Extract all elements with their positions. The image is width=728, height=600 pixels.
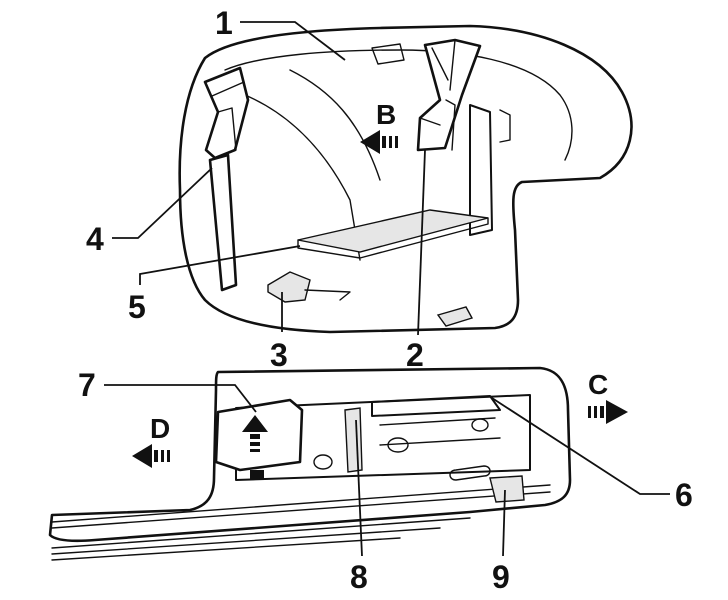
clip-part-2-detail — [419, 39, 456, 126]
leader-2 — [417, 149, 426, 336]
rail-line-5 — [51, 537, 401, 561]
rail-slot — [449, 465, 491, 481]
leader-4 — [112, 167, 213, 239]
housing-right-wall — [469, 104, 493, 236]
leader-5 — [139, 245, 301, 285]
leader-6 — [491, 397, 670, 495]
leader-8 — [355, 419, 363, 557]
housing-right-wall-edge — [499, 109, 511, 143]
callout-7: 7 — [78, 367, 96, 403]
tab-part-3-arm — [304, 289, 351, 301]
clip-part-2-stem — [445, 99, 456, 151]
leader-9 — [502, 489, 506, 557]
clip-part-4 — [203, 66, 250, 160]
tab-part-3 — [267, 271, 311, 303]
arrow-b-icon — [360, 130, 398, 154]
housing-tab — [371, 43, 405, 65]
arrow-d-icon — [132, 444, 170, 468]
arrow-c-icon — [588, 400, 628, 424]
left-post — [208, 153, 238, 292]
rail-line-2 — [51, 491, 551, 529]
callout-1: 1 — [215, 5, 233, 41]
leader-1 — [240, 21, 346, 61]
clip-part-6 — [371, 395, 501, 417]
housing-pin — [436, 306, 474, 327]
divider-part-8 — [344, 407, 363, 473]
rail-line-3 — [51, 517, 471, 549]
callout-5: 5 — [128, 289, 146, 325]
direction-letter-d: D — [150, 413, 170, 444]
shelf-front-edge — [297, 217, 489, 259]
callout-3: 3 — [270, 337, 288, 373]
leader-7 — [104, 384, 257, 413]
leader-lines — [104, 21, 670, 557]
callout-9: 9 — [492, 559, 510, 595]
housing-outline — [178, 24, 633, 334]
callout-6: 6 — [675, 477, 693, 513]
lower-rail — [48, 366, 628, 561]
direction-letter-b: B — [376, 99, 396, 130]
callout-4: 4 — [86, 221, 104, 257]
upper-housing — [178, 24, 633, 334]
clip-part-4-detail — [211, 81, 245, 151]
housing-inner-wall — [244, 94, 361, 261]
rail-line-4 — [51, 527, 441, 555]
rail-hole-1 — [313, 454, 333, 470]
tab-part-9 — [489, 475, 525, 503]
direction-letter-c: C — [588, 369, 608, 400]
slider-arrow-icon — [242, 415, 268, 480]
rail-line-1 — [51, 484, 551, 523]
rail-outline — [48, 366, 572, 543]
rail-hole-2 — [387, 437, 409, 453]
rail-hole-3 — [471, 418, 489, 432]
callout-8: 8 — [350, 559, 368, 595]
housing-inner-curve — [289, 69, 381, 181]
callout-2: 2 — [406, 337, 424, 373]
